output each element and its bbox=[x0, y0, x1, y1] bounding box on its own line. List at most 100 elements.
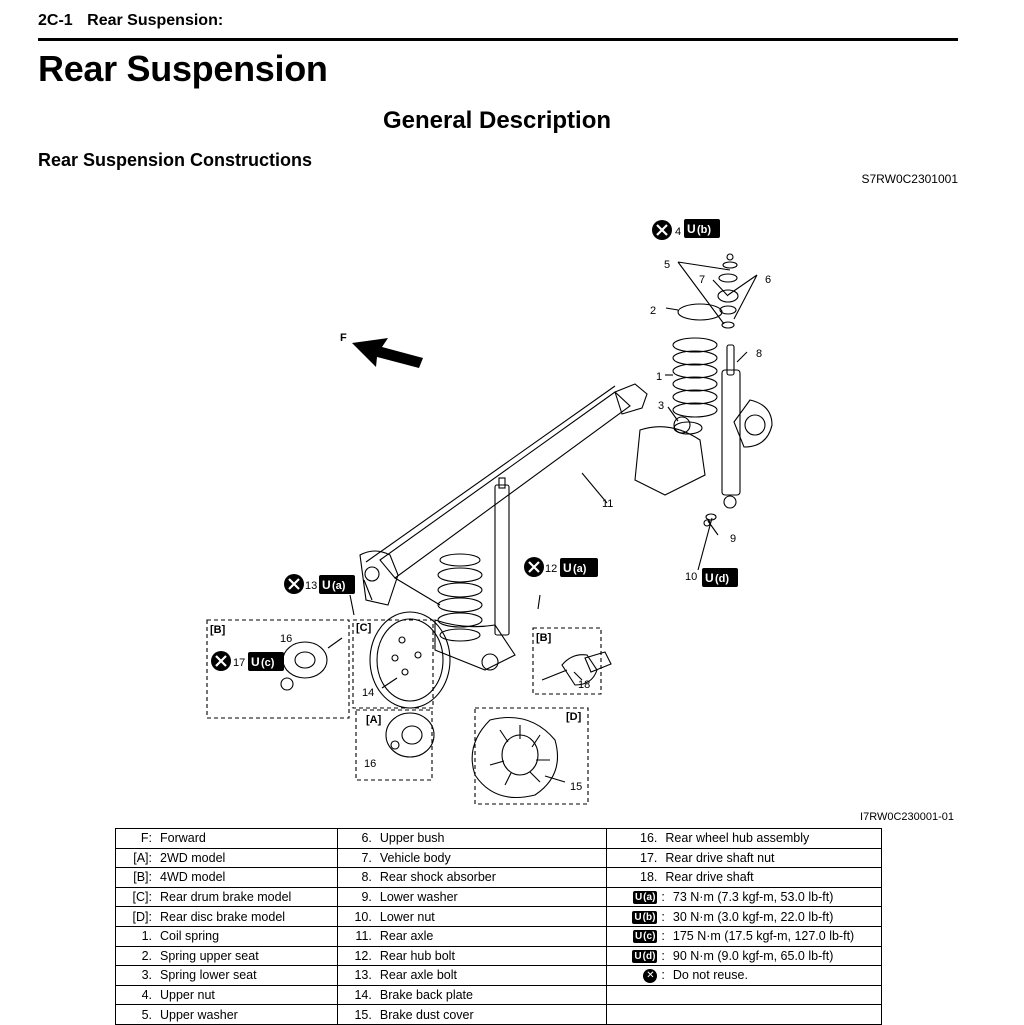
svg-text:(d): (d) bbox=[715, 573, 729, 585]
torque-wrench-icon: U (a) bbox=[560, 558, 598, 577]
axle-bush-left bbox=[359, 550, 399, 606]
legend-key: 16. bbox=[640, 831, 658, 846]
legend-text: Spring upper seat bbox=[160, 948, 259, 963]
brake-dust-cover-part bbox=[471, 716, 559, 799]
svg-text:(a): (a) bbox=[573, 563, 587, 575]
legend-text: Rear drum brake model bbox=[160, 890, 292, 905]
callout-5: 5 bbox=[664, 259, 670, 271]
legend-cell: [D]:Rear disc brake model bbox=[115, 906, 338, 927]
svg-text:U: U bbox=[687, 222, 696, 236]
legend-key: 3. bbox=[141, 968, 152, 983]
torque-wrench-icon: U (a) bbox=[319, 575, 355, 594]
legend-key: 2. bbox=[141, 948, 152, 963]
legend-text: 2WD model bbox=[160, 850, 226, 865]
legend-separator: : bbox=[661, 909, 665, 924]
legend-key: 12. bbox=[354, 948, 372, 963]
legend-cell: F:Forward bbox=[115, 828, 338, 849]
legend-text: Forward bbox=[160, 831, 206, 846]
box-label-b-right: [B] bbox=[536, 632, 552, 644]
legend-cell: 5.Upper washer bbox=[115, 1004, 338, 1025]
callout-15: 15 bbox=[570, 781, 582, 793]
legend-key: [A]: bbox=[133, 850, 152, 865]
torque-wrench-icon: U (d) bbox=[702, 568, 738, 587]
right-hub bbox=[733, 399, 773, 448]
svg-text:(c): (c) bbox=[261, 657, 275, 669]
callout-8: 8 bbox=[756, 348, 762, 360]
legend-key: 11. bbox=[355, 929, 372, 944]
legend-key: 15. bbox=[354, 1007, 372, 1022]
legend-cell: U(b):30 N·m (3.0 kgf-m, 22.0 lb-ft) bbox=[606, 906, 882, 927]
legend-cell: 4.Upper nut bbox=[115, 984, 338, 1006]
document-code: S7RW0C2301001 bbox=[861, 172, 958, 186]
detail-box-b-right bbox=[532, 627, 602, 695]
legend-cell: U(d):90 N·m (9.0 kgf-m, 65.0 lb-ft) bbox=[606, 945, 882, 967]
legend-separator: : bbox=[661, 889, 665, 904]
forward-arrow: F bbox=[340, 332, 423, 368]
legend-cell: 7.Vehicle body bbox=[336, 847, 608, 869]
legend-cell: U(a):73 N·m (7.3 kgf-m, 53.0 lb-ft) bbox=[606, 886, 882, 908]
left-arm bbox=[434, 619, 516, 671]
callout-18: 18 bbox=[578, 679, 590, 691]
section-name: Rear Suspension: bbox=[87, 12, 224, 29]
rear-axle-beam bbox=[379, 391, 631, 579]
wheel-hub-4wd-part bbox=[280, 637, 343, 691]
legend-text: Vehicle body bbox=[379, 850, 451, 865]
right-arm bbox=[634, 426, 706, 496]
subsection-title: Rear Suspension Constructions bbox=[38, 150, 313, 170]
callout-4: 4 bbox=[675, 226, 681, 238]
legend-text: Brake back plate bbox=[379, 988, 473, 1003]
spring-lower-seat-part bbox=[673, 421, 703, 435]
torque-wrench-icon: U (b) bbox=[684, 219, 720, 238]
legend-cell: [B]:4WD model bbox=[115, 867, 338, 888]
legend-row: 4.Upper nut 14. Brake back plate bbox=[115, 984, 882, 1006]
svg-text:U: U bbox=[251, 655, 260, 669]
legend-text: Rear axle bbox=[379, 929, 434, 944]
figure-code: I7RW0C230001-01 bbox=[860, 811, 954, 823]
legend-key: 5. bbox=[141, 1007, 152, 1022]
legend-key: 6. bbox=[361, 831, 372, 846]
legend-cell: 6.Upper bush bbox=[336, 828, 608, 849]
legend-text: Rear hub bolt bbox=[379, 948, 455, 963]
legend-text: Coil spring bbox=[160, 929, 220, 944]
legend-text: Brake dust cover bbox=[379, 1007, 474, 1022]
legend-separator: : bbox=[661, 948, 665, 963]
legend-key: [B]: bbox=[133, 870, 152, 885]
legend-cell: 18.Rear drive shaft bbox=[606, 867, 882, 888]
legend-cell: ✕:Do not reuse. bbox=[606, 965, 882, 986]
box-label-d: [D] bbox=[566, 711, 582, 723]
section-number: 2C-1 bbox=[38, 12, 73, 29]
legend-text: Upper nut bbox=[160, 988, 215, 1003]
coil-spring-part bbox=[672, 337, 718, 418]
box-label-a: [A] bbox=[366, 714, 382, 726]
torque-wrench-icon: U(d) bbox=[632, 949, 658, 963]
torque-wrench-icon: U(a) bbox=[632, 891, 658, 905]
detail-box-d bbox=[474, 707, 589, 805]
box-label-b-left: [B] bbox=[210, 624, 226, 636]
legend-text: Rear drive shaft bbox=[665, 870, 754, 885]
legend-text: 175 N·m (17.5 kgf-m, 127.0 lb-ft) bbox=[672, 929, 855, 944]
callout-16-4wd: 16 bbox=[280, 633, 292, 645]
legend-cell: [C]:Rear drum brake model bbox=[115, 886, 338, 908]
callout-1: 1 bbox=[656, 371, 662, 383]
torque-wrench-icon: U (c) bbox=[248, 652, 284, 671]
legend-cell: 16.Rear wheel hub assembly bbox=[606, 828, 882, 849]
legend-text: Rear drive shaft nut bbox=[665, 850, 775, 865]
spring-upper-seat-part bbox=[677, 303, 723, 321]
svg-text:U: U bbox=[322, 578, 331, 592]
callout-17: 17 bbox=[233, 657, 245, 669]
legend-text: 90 N·m (9.0 kgf-m, 65.0 lb-ft) bbox=[672, 948, 834, 963]
legend-text: Spring lower seat bbox=[160, 968, 257, 983]
callout-7: 7 bbox=[699, 274, 705, 286]
legend-text: Lower nut bbox=[379, 909, 435, 924]
svg-text:(b): (b) bbox=[697, 224, 711, 236]
legend-key: 14. bbox=[354, 988, 372, 1003]
legend-cell: 8.Rear shock absorber bbox=[336, 867, 608, 888]
legend-text: Rear shock absorber bbox=[379, 870, 496, 885]
legend-cell: 13.Rear axle bolt bbox=[336, 965, 608, 986]
upper-nut-part bbox=[726, 253, 734, 261]
svg-text:U: U bbox=[705, 571, 714, 585]
